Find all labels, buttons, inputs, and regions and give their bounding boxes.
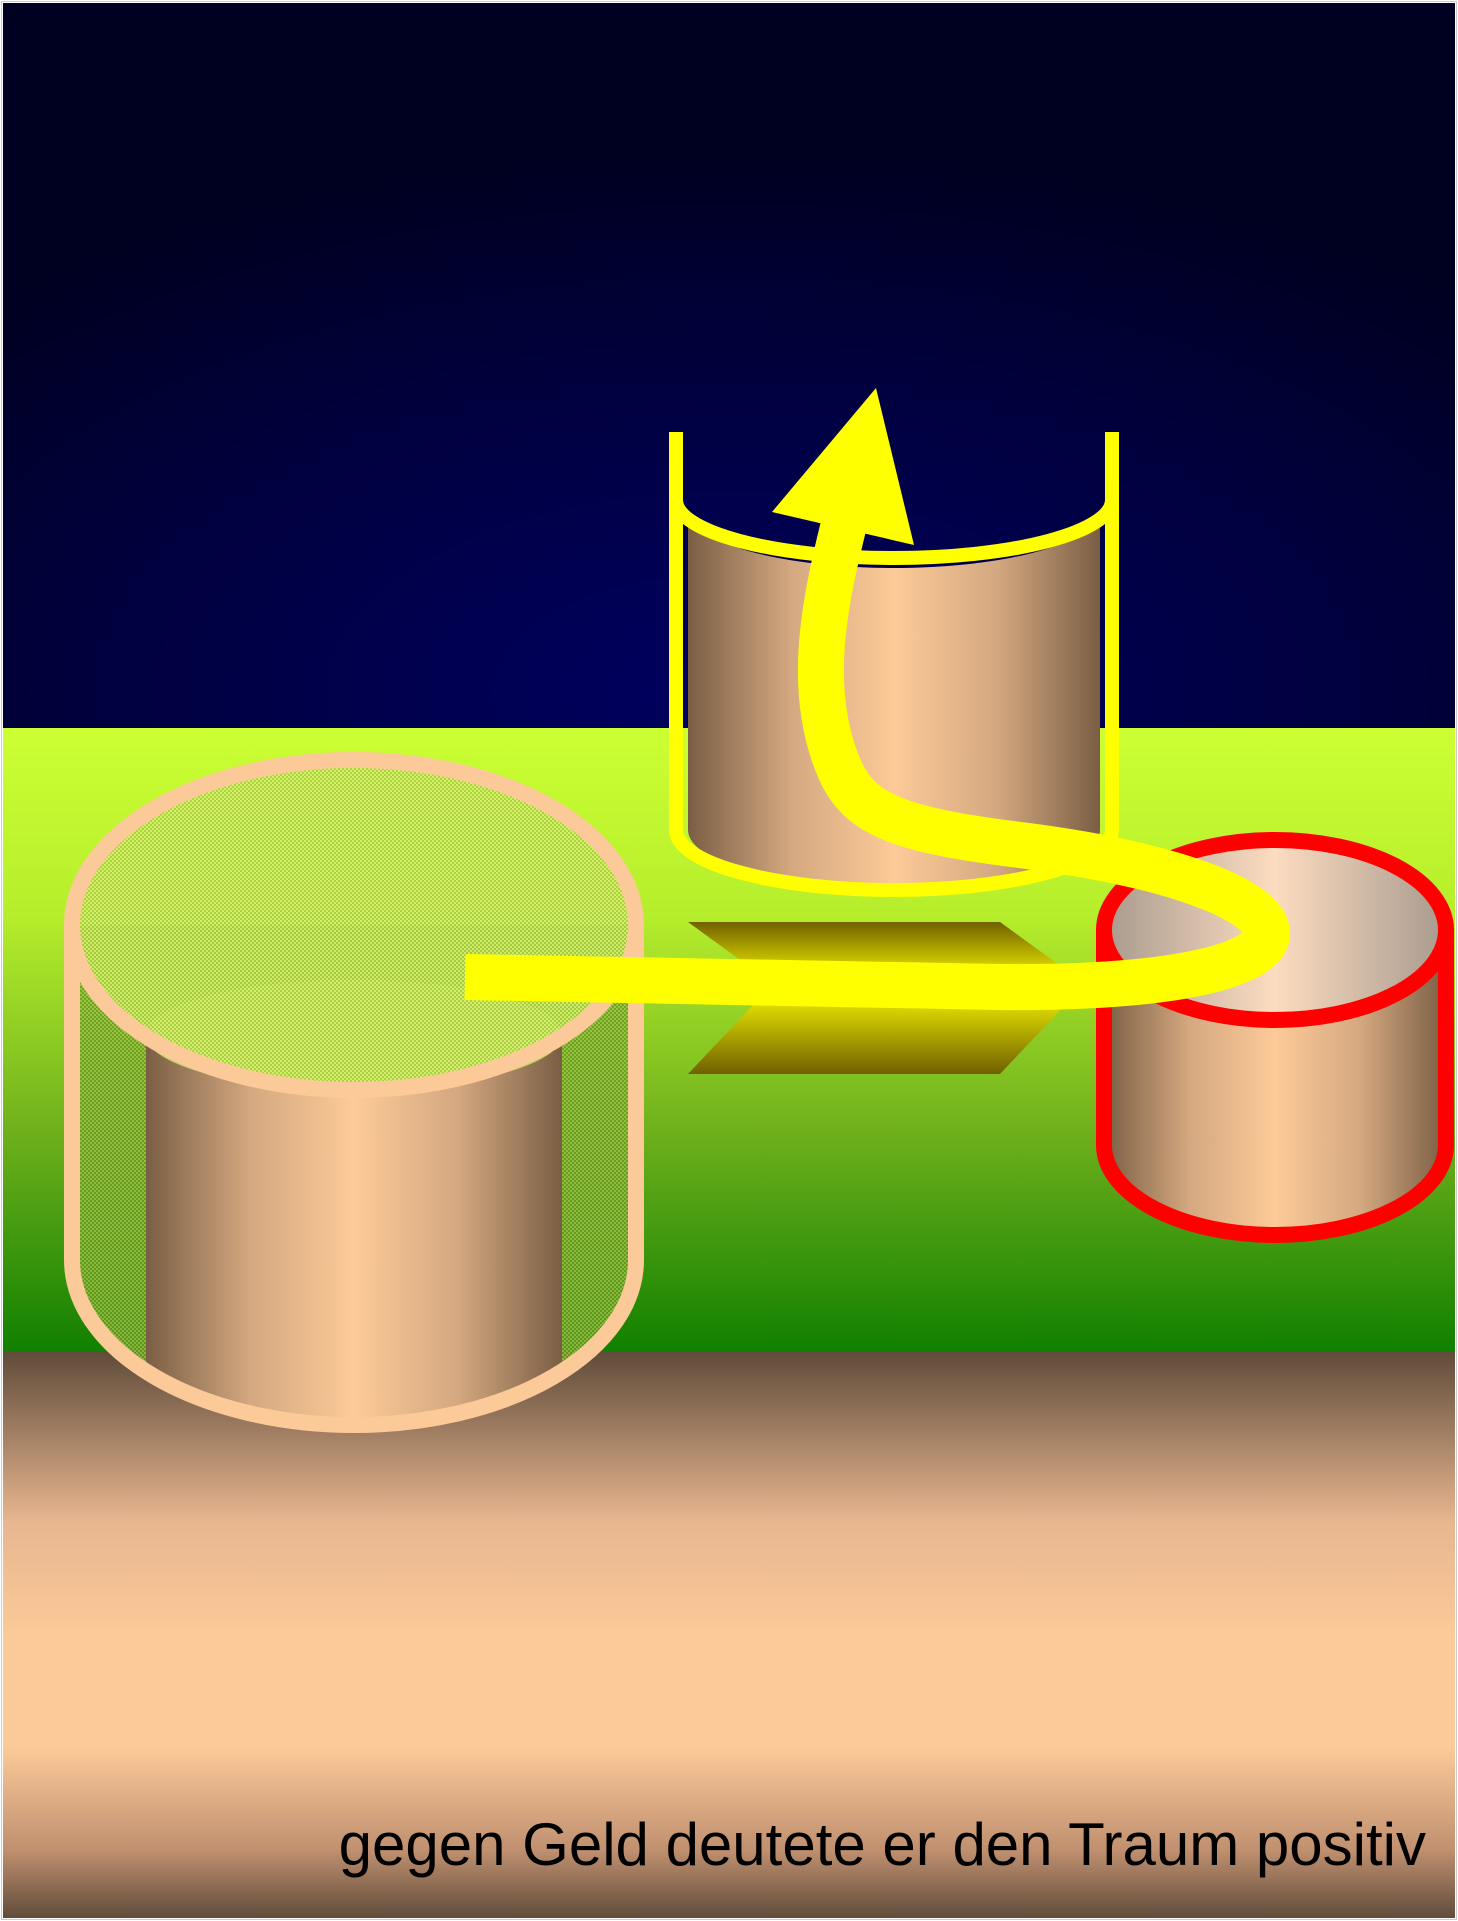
caption-text: gegen Geld deutete er den Traum positiv — [339, 1815, 1426, 1875]
red-rimmed-cylinder — [1104, 840, 1446, 1235]
large-open-cylinder — [72, 760, 636, 1425]
